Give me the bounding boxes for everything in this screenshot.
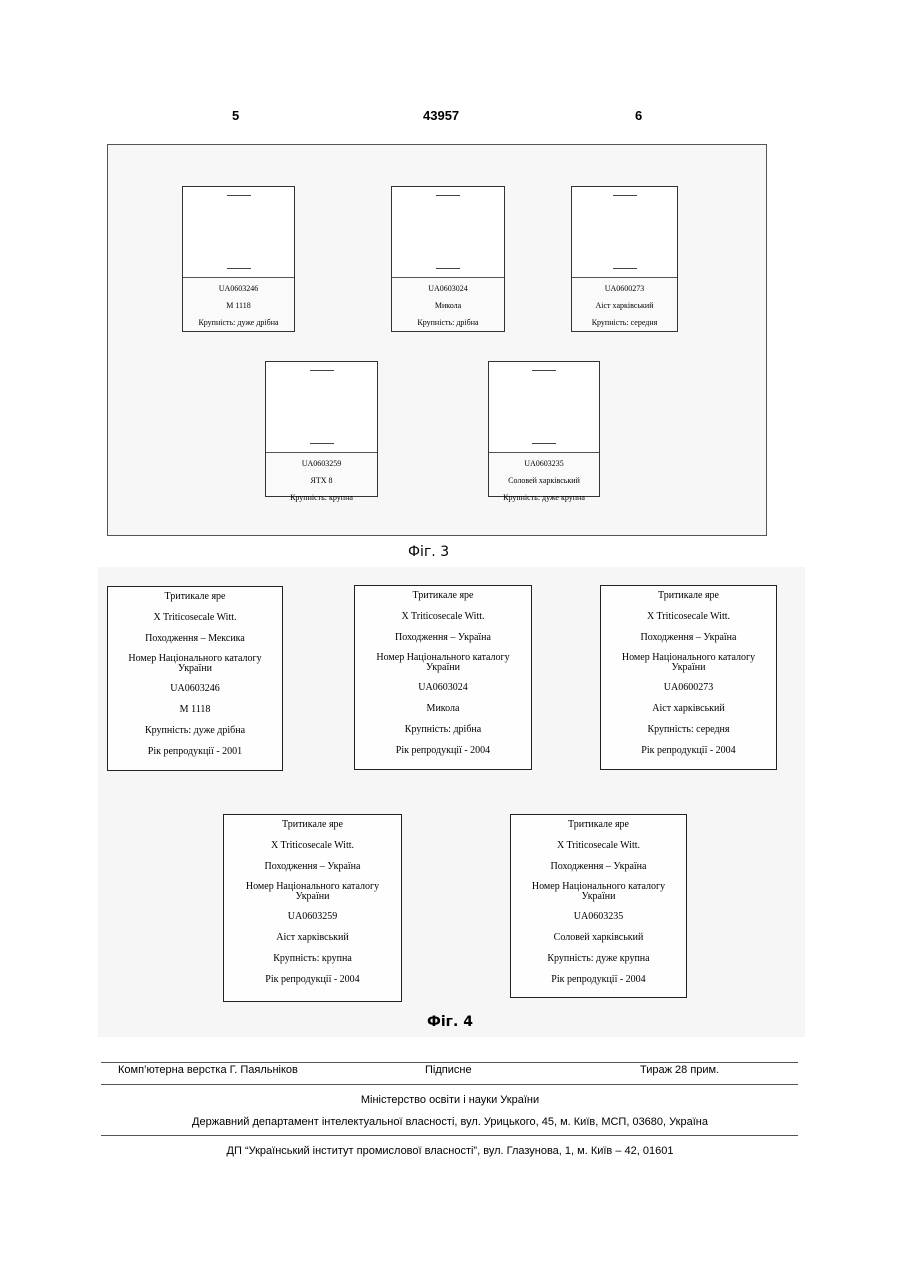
- label-species: X Triticosecale Witt.: [224, 840, 401, 852]
- label-catalog: Номер Національного каталогу України: [601, 653, 776, 673]
- card-code: UA0603235: [489, 458, 599, 469]
- label-crop: Тритикале яре: [108, 591, 282, 603]
- label-year: Рік репродукції - 2001: [108, 746, 282, 758]
- label-species: X Triticosecale Witt.: [601, 611, 776, 623]
- figure-3-frame: UA0603246 M 1118 Крупність: дуже дрібна …: [107, 144, 767, 536]
- seed-label: Тритикале яре X Triticosecale Witt. Похо…: [354, 585, 532, 770]
- card-variety: Микола: [392, 300, 504, 311]
- seed-label: Тритикале яре X Triticosecale Witt. Похо…: [107, 586, 283, 771]
- label-code: UA0603259: [224, 911, 401, 923]
- card-code: UA0600273: [572, 283, 677, 294]
- label-code: UA0603024: [355, 682, 531, 694]
- label-catalog: Номер Національного каталогу України: [108, 654, 282, 674]
- label-year: Рік репродукції - 2004: [511, 974, 686, 986]
- seed-photo: [183, 187, 294, 278]
- patent-number: 43957: [423, 108, 459, 123]
- label-code: UA0600273: [601, 682, 776, 694]
- card-size: Крупність: дуже крупна: [489, 492, 599, 503]
- footer-divider: [101, 1084, 798, 1085]
- label-size: Крупність: дуже дрібна: [108, 725, 282, 737]
- label-crop: Тритикале яре: [355, 590, 531, 602]
- label-origin: Походження – Мексика: [108, 633, 282, 645]
- footer-layout-credit: Комп’ютерна верстка Г. Паяльніков: [118, 1064, 298, 1076]
- label-species: X Triticosecale Witt.: [108, 612, 282, 624]
- card-code: UA0603246: [183, 283, 294, 294]
- seed-photo: [266, 362, 377, 453]
- label-variety: Микола: [355, 703, 531, 715]
- seed-card: UA0603235 Соловей харківський Крупність:…: [488, 361, 600, 497]
- label-species: X Triticosecale Witt.: [511, 840, 686, 852]
- label-size: Крупність: дрібна: [355, 724, 531, 736]
- label-crop: Тритикале яре: [601, 590, 776, 602]
- label-size: Крупність: середня: [601, 724, 776, 736]
- label-crop: Тритикале яре: [224, 819, 401, 831]
- seed-card: UA0603024 Микола Крупність: дрібна: [391, 186, 505, 332]
- label-variety: Аіст харківський: [601, 703, 776, 715]
- seed-card: UA0603246 M 1118 Крупність: дуже дрібна: [182, 186, 295, 332]
- label-size: Крупність: дуже крупна: [511, 953, 686, 965]
- seed-card: UA0600273 Аіст харківський Крупність: се…: [571, 186, 678, 332]
- label-origin: Походження – Україна: [511, 861, 686, 873]
- card-size: Крупність: дрібна: [392, 317, 504, 328]
- label-catalog: Номер Національного каталогу України: [224, 882, 401, 902]
- label-year: Рік репродукції - 2004: [601, 745, 776, 757]
- footer-department: Державний департамент інтелектуальної вл…: [0, 1116, 900, 1128]
- label-crop: Тритикале яре: [511, 819, 686, 831]
- seed-card: UA0603259 ЯТХ 8 Крупність: крупна: [265, 361, 378, 497]
- label-year: Рік репродукції - 2004: [355, 745, 531, 757]
- footer-circulation: Тираж 28 прим.: [640, 1064, 719, 1076]
- label-origin: Походження – Україна: [224, 861, 401, 873]
- card-variety: Соловей харківський: [489, 475, 599, 486]
- right-page-number: 6: [635, 108, 642, 123]
- label-year: Рік репродукції - 2004: [224, 974, 401, 986]
- seed-photo: [572, 187, 677, 278]
- label-origin: Походження – Україна: [355, 632, 531, 644]
- left-page-number: 5: [232, 108, 239, 123]
- card-variety: Аіст харківський: [572, 300, 677, 311]
- label-variety: Соловей харківський: [511, 932, 686, 944]
- card-size: Крупність: середня: [572, 317, 677, 328]
- label-code: UA0603235: [511, 911, 686, 923]
- footer-divider: [101, 1135, 798, 1136]
- seed-photo: [392, 187, 504, 278]
- label-variety: M 1118: [108, 704, 282, 716]
- seed-label: Тритикале яре X Triticosecale Witt. Похо…: [223, 814, 402, 1002]
- figure-4-caption: Фіг. 4: [427, 1014, 473, 1030]
- seed-label: Тритикале яре X Triticosecale Witt. Похо…: [510, 814, 687, 998]
- footer-divider: [101, 1062, 798, 1063]
- card-code: UA0603024: [392, 283, 504, 294]
- card-size: Крупність: крупна: [266, 492, 377, 503]
- footer-signed: Підписне: [425, 1064, 472, 1076]
- figure-3-caption: Фіг. 3: [408, 544, 449, 560]
- label-species: X Triticosecale Witt.: [355, 611, 531, 623]
- footer-ministry: Міністерство освіти і науки України: [0, 1094, 900, 1106]
- card-variety: ЯТХ 8: [266, 475, 377, 486]
- card-size: Крупність: дуже дрібна: [183, 317, 294, 328]
- label-code: UA0603246: [108, 683, 282, 695]
- label-size: Крупність: крупна: [224, 953, 401, 965]
- label-variety: Аіст харківський: [224, 932, 401, 944]
- label-catalog: Номер Національного каталогу України: [511, 882, 686, 902]
- card-variety: M 1118: [183, 300, 294, 311]
- label-catalog: Номер Національного каталогу України: [355, 653, 531, 673]
- label-origin: Походження – Україна: [601, 632, 776, 644]
- seed-photo: [489, 362, 599, 453]
- footer-institute: ДП “Український інститут промислової вла…: [0, 1145, 900, 1157]
- seed-label: Тритикале яре X Triticosecale Witt. Похо…: [600, 585, 777, 770]
- card-code: UA0603259: [266, 458, 377, 469]
